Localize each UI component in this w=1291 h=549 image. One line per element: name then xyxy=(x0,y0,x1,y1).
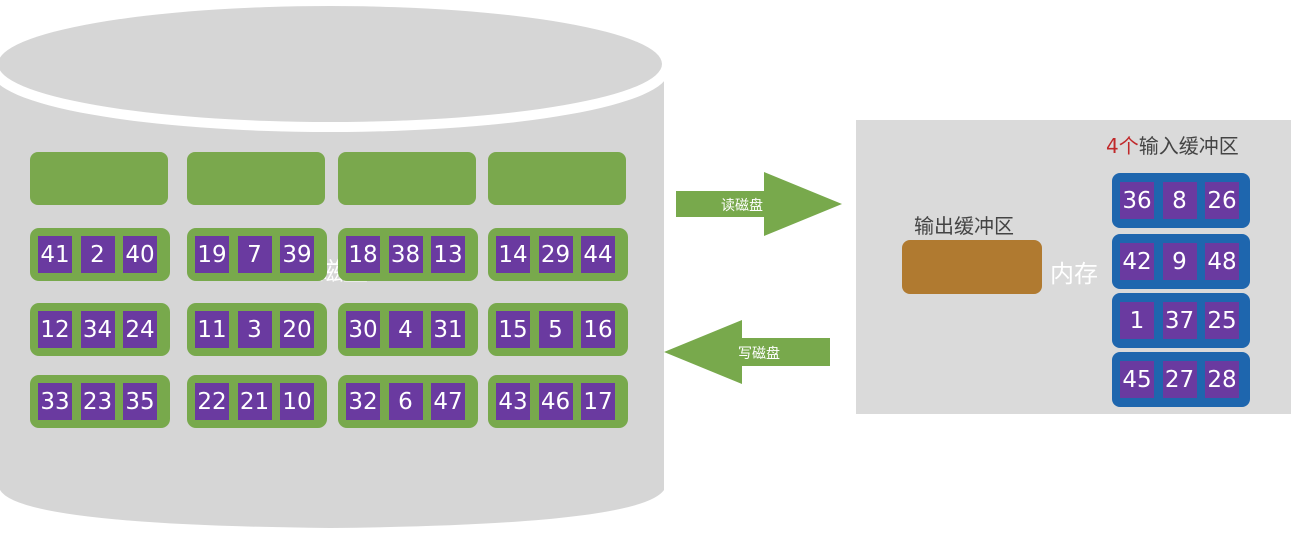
write-disk-label: 写磁盘 xyxy=(738,346,780,362)
record-cell: 3 xyxy=(237,311,272,348)
record-cell: 35 xyxy=(123,383,157,420)
record-cell: 16 xyxy=(581,311,615,348)
buffer-record-cell: 1 xyxy=(1120,302,1154,339)
read-disk-label: 读磁盘 xyxy=(721,198,763,214)
buffer-record-cell: 28 xyxy=(1205,361,1239,398)
memory-label: 内存 xyxy=(1050,260,1098,288)
buffer-record-cell: 26 xyxy=(1205,182,1239,219)
input-buffer-title: 4个输入缓冲区 xyxy=(1106,130,1239,159)
record-cell: 13 xyxy=(431,236,465,273)
buffer-record-cell: 48 xyxy=(1205,243,1239,280)
record-cell: 20 xyxy=(280,311,314,348)
record-cell: 14 xyxy=(496,236,530,273)
output-buffer-label: 输出缓冲区 xyxy=(914,214,1014,238)
record-cell: 19 xyxy=(195,236,229,273)
output-buffer xyxy=(902,240,1042,294)
record-cell: 43 xyxy=(496,383,530,420)
record-cell: 40 xyxy=(123,236,157,273)
record-cell: 4 xyxy=(388,311,423,348)
record-cell: 33 xyxy=(38,383,72,420)
record-cell: 18 xyxy=(346,236,380,273)
record-cell: 6 xyxy=(388,383,423,420)
record-cell: 11 xyxy=(195,311,229,348)
buffer-record-cell: 9 xyxy=(1162,243,1197,280)
record-cell: 22 xyxy=(195,383,229,420)
record-cell: 10 xyxy=(280,383,314,420)
record-cell: 24 xyxy=(123,311,157,348)
record-cell: 23 xyxy=(80,383,115,420)
record-cell: 12 xyxy=(38,311,72,348)
record-cell: 32 xyxy=(346,383,380,420)
record-cell: 5 xyxy=(538,311,573,348)
buffer-record-cell: 45 xyxy=(1120,361,1154,398)
record-cell: 30 xyxy=(346,311,380,348)
record-cell: 17 xyxy=(581,383,615,420)
empty-disk-block xyxy=(338,152,476,205)
buffer-record-cell: 37 xyxy=(1162,302,1197,339)
record-cell: 44 xyxy=(581,236,615,273)
write-disk-arrow xyxy=(664,320,830,384)
record-cell: 15 xyxy=(496,311,530,348)
record-cell: 38 xyxy=(388,236,423,273)
read-disk-arrow xyxy=(676,172,842,236)
buffer-record-cell: 25 xyxy=(1205,302,1239,339)
record-cell: 31 xyxy=(431,311,465,348)
buffer-record-cell: 36 xyxy=(1120,182,1154,219)
buffer-record-cell: 27 xyxy=(1162,361,1197,398)
empty-disk-block xyxy=(488,152,626,205)
input-buffer-title-text: 输入缓冲区 xyxy=(1138,134,1239,158)
record-cell: 7 xyxy=(237,236,272,273)
empty-disk-block xyxy=(187,152,325,205)
record-cell: 46 xyxy=(538,383,573,420)
record-cell: 2 xyxy=(80,236,115,273)
empty-disk-block xyxy=(30,152,168,205)
input-buffer-count: 4个 xyxy=(1106,134,1139,158)
disk-cylinder-top xyxy=(0,6,662,122)
buffer-record-cell: 42 xyxy=(1120,243,1154,280)
record-cell: 41 xyxy=(38,236,72,273)
record-cell: 39 xyxy=(280,236,314,273)
record-cell: 21 xyxy=(237,383,272,420)
buffer-record-cell: 8 xyxy=(1162,182,1197,219)
record-cell: 29 xyxy=(538,236,573,273)
record-cell: 47 xyxy=(431,383,465,420)
disk-cylinder-body xyxy=(0,70,664,528)
record-cell: 34 xyxy=(80,311,115,348)
